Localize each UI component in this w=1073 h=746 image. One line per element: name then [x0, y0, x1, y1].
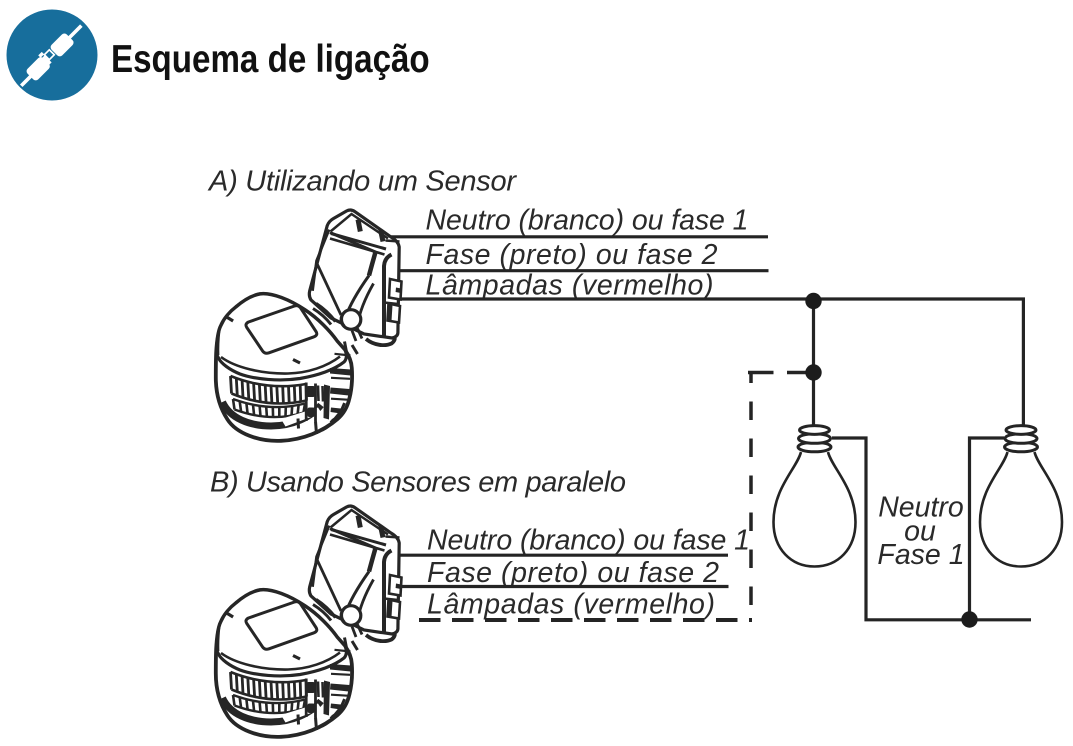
svg-text:Neutro (branco) ou fase 1: Neutro (branco) ou fase 1	[427, 524, 750, 556]
svg-text:A) Utilizando um Sensor: A) Utilizando um Sensor	[207, 166, 517, 198]
svg-text:Neutro: Neutro	[878, 492, 964, 524]
svg-text:Neutro (branco) ou fase 1: Neutro (branco) ou fase 1	[426, 205, 749, 237]
svg-text:B) Usando Sensores em paralelo: B) Usando Sensores em paralelo	[210, 467, 626, 499]
svg-text:Fase 1: Fase 1	[877, 539, 964, 571]
svg-text:Fase (preto) ou fase 2: Fase (preto) ou fase 2	[427, 557, 719, 589]
svg-text:Fase (preto) ou fase 2: Fase (preto) ou fase 2	[426, 239, 718, 271]
svg-text:Lâmpadas (vermelho): Lâmpadas (vermelho)	[426, 270, 714, 302]
svg-text:Lâmpadas (vermelho): Lâmpadas (vermelho)	[427, 589, 715, 621]
svg-text:ou: ou	[904, 516, 936, 548]
svg-text:Esquema de ligação: Esquema de ligação	[111, 36, 430, 80]
